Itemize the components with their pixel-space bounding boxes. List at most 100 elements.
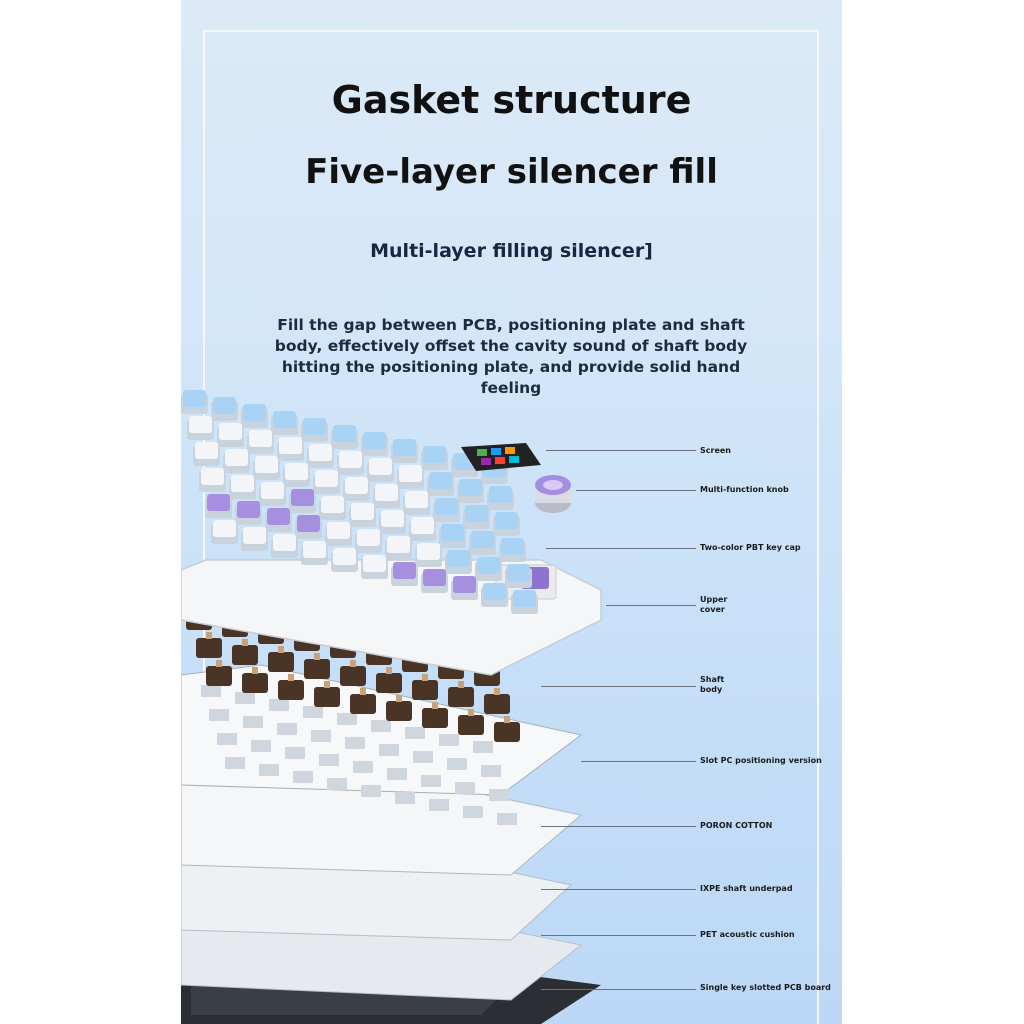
keycap xyxy=(421,446,448,470)
plate-slot xyxy=(353,761,373,773)
switch xyxy=(304,653,330,679)
keycap xyxy=(505,564,532,588)
label-upper-cover: Upper cover xyxy=(700,595,728,614)
page-title: Gasket structure xyxy=(331,78,692,122)
keycap xyxy=(499,538,526,562)
switch xyxy=(484,688,510,714)
pet-leader xyxy=(541,935,696,936)
switch xyxy=(422,702,448,728)
keycap xyxy=(307,444,334,468)
keycap xyxy=(295,515,322,539)
keycap-set xyxy=(181,390,538,614)
plate-slot xyxy=(345,737,365,749)
plate-slot xyxy=(243,716,263,728)
ixpe-leader xyxy=(541,889,696,890)
keycap xyxy=(415,543,442,567)
keycap xyxy=(199,468,226,492)
switch xyxy=(232,639,258,665)
tagline: Multi-layer filling silencer] xyxy=(370,240,653,262)
keycap xyxy=(481,583,508,607)
keycap xyxy=(343,477,370,501)
keycap xyxy=(301,541,328,565)
keycap xyxy=(241,527,268,551)
switch xyxy=(278,674,304,700)
plate-slot xyxy=(311,730,331,742)
switch xyxy=(376,667,402,693)
label-poron: PORON COTTON xyxy=(700,821,773,830)
keycap xyxy=(475,557,502,581)
switch xyxy=(494,716,520,742)
plate-slot xyxy=(269,699,289,711)
plate-slot xyxy=(251,740,271,752)
keycap xyxy=(211,397,238,421)
plate-slot xyxy=(303,706,323,718)
plate-slot xyxy=(463,806,483,818)
label-ixpe: IXPE shaft underpad xyxy=(700,884,793,893)
keycap xyxy=(187,416,214,440)
keycap xyxy=(289,489,316,513)
keycap xyxy=(379,510,406,534)
keycap xyxy=(253,456,280,480)
switch xyxy=(196,632,222,658)
switch xyxy=(448,681,474,707)
plate-slot xyxy=(361,785,381,797)
label-keycap: Two-color PBT key cap xyxy=(700,543,801,552)
keycap xyxy=(211,520,238,544)
keycap xyxy=(391,562,418,586)
keycap xyxy=(451,576,478,600)
plate-slots xyxy=(201,685,517,825)
panel-frame xyxy=(203,30,819,1024)
plate-slot xyxy=(327,778,347,790)
keycap xyxy=(241,404,268,428)
keycap xyxy=(493,512,520,536)
keycap xyxy=(223,449,250,473)
keycap xyxy=(271,534,298,558)
switch xyxy=(206,660,232,686)
label-screen: Screen xyxy=(700,446,731,455)
switch xyxy=(314,681,340,707)
plate-slot xyxy=(497,813,517,825)
poron-leader xyxy=(541,826,696,827)
knob-leader xyxy=(576,490,696,491)
plate-slot xyxy=(319,754,339,766)
label-plate: Slot PC positioning version xyxy=(700,756,822,765)
switch xyxy=(386,695,412,721)
plate-leader xyxy=(581,761,696,762)
switch xyxy=(458,709,484,735)
plate-slot xyxy=(489,789,509,801)
switch xyxy=(242,667,268,693)
keycap xyxy=(205,494,232,518)
keycap xyxy=(301,418,328,442)
keycap xyxy=(259,482,286,506)
keycap xyxy=(487,486,514,510)
screen-leader xyxy=(546,450,696,451)
keycap xyxy=(337,451,364,475)
switch xyxy=(268,646,294,672)
keycap xyxy=(229,475,256,499)
plate-slot xyxy=(277,723,297,735)
keycap xyxy=(361,432,388,456)
plate-slot xyxy=(455,782,475,794)
keycap xyxy=(385,536,412,560)
keycap xyxy=(439,524,466,548)
keycap xyxy=(277,437,304,461)
keycap xyxy=(193,442,220,466)
label-shaft-body: Shaft body xyxy=(700,675,725,694)
plate-slot xyxy=(473,741,493,753)
plate-slot xyxy=(209,709,229,721)
keycap xyxy=(373,484,400,508)
plate-slot xyxy=(447,758,467,770)
switch xyxy=(412,674,438,700)
label-knob: Multi-function knob xyxy=(700,485,789,494)
keycap xyxy=(445,550,472,574)
keycap xyxy=(511,590,538,614)
keycap xyxy=(469,531,496,555)
keycap xyxy=(265,508,292,532)
plate-slot xyxy=(429,799,449,811)
keycap xyxy=(283,463,310,487)
keycap xyxy=(433,498,460,522)
plate-slot xyxy=(235,692,255,704)
label-pet: PET acoustic cushion xyxy=(700,930,795,939)
keycap xyxy=(463,505,490,529)
pcb-leader xyxy=(541,989,696,990)
